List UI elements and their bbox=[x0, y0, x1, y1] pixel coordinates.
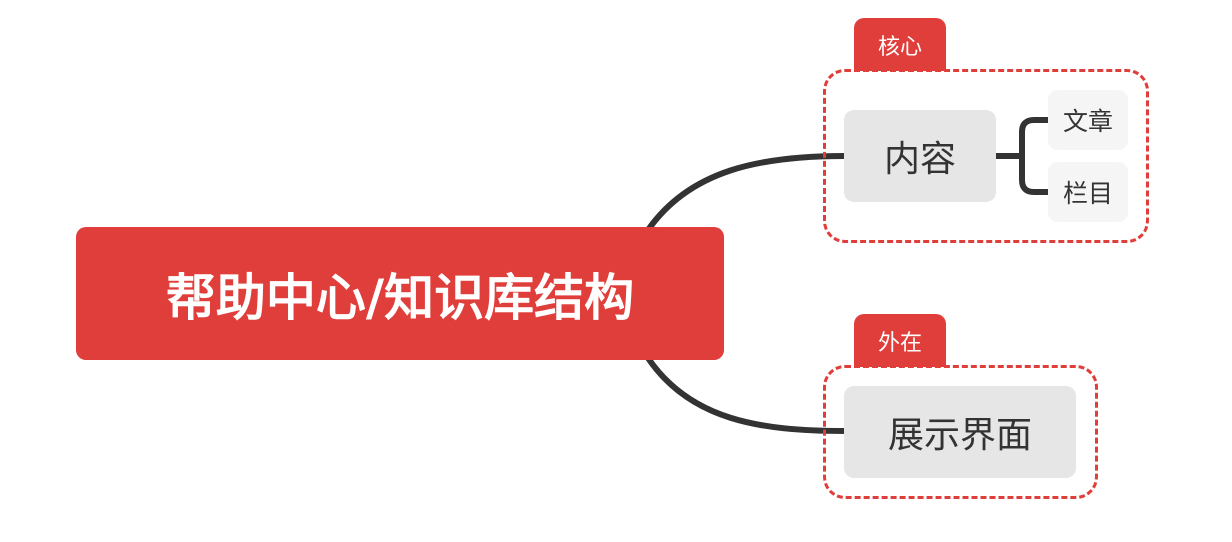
topic-display-interface[interactable]: 展示界面 bbox=[844, 386, 1076, 478]
boundary-core bbox=[823, 69, 1149, 243]
topic-content[interactable]: 内容 bbox=[844, 110, 996, 202]
connector-content-bracket bbox=[996, 117, 1048, 195]
connector-root-to-content bbox=[645, 153, 846, 232]
root-topic[interactable]: 帮助中心/知识库结构 bbox=[76, 227, 724, 360]
boundary-external bbox=[823, 365, 1098, 499]
connector-root-to-display bbox=[645, 356, 846, 434]
subtopic-articles[interactable]: 文章 bbox=[1048, 90, 1128, 150]
boundary-label-core: 核心 bbox=[854, 18, 946, 71]
subtopic-columns[interactable]: 栏目 bbox=[1048, 162, 1128, 222]
boundary-label-external: 外在 bbox=[854, 314, 946, 367]
